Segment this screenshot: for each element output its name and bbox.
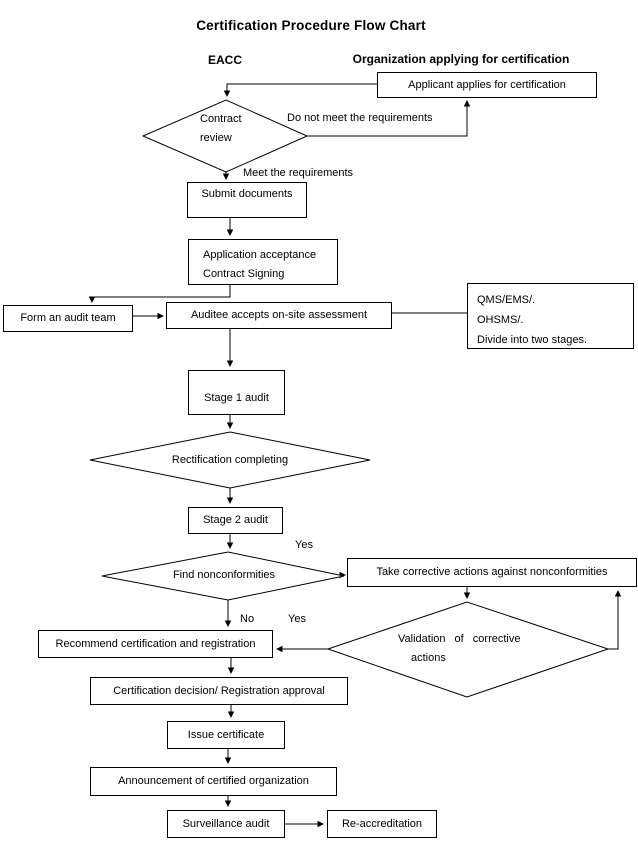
node-reaccreditation: Re-accreditation — [327, 810, 437, 838]
node-qms-note-line2: OHSMS/. — [477, 314, 524, 326]
column-header-eacc: EACC — [207, 53, 242, 67]
edge-validation-fail-to-corrective — [608, 590, 622, 650]
node-form-audit-team: Form an audit team — [3, 305, 133, 332]
diamond-label-contract-review: Contract review — [200, 110, 242, 148]
node-application-acceptance-line1: Application acceptance — [203, 249, 317, 261]
diamond-label-rectification: Rectification completing — [171, 454, 289, 466]
node-application-acceptance-line2: Contract Signing — [203, 268, 285, 280]
node-qms-note-line3: Divide into two stages. — [477, 334, 588, 346]
node-take-corrective-actions: Take corrective actions against nonconfo… — [347, 558, 637, 587]
diamond-rectification-completing — [89, 431, 371, 489]
node-surveillance-audit: Surveillance audit — [167, 810, 285, 838]
diamond-label-find-nonconformities: Find nonconformities — [172, 569, 276, 581]
edge-label-yes-validation: Yes — [288, 613, 306, 625]
edge-applicant-to-contract-review — [223, 83, 377, 97]
diamond-label-contract-review-line1: Contract — [200, 113, 242, 125]
edge-label-meet: Meet the requirements — [243, 167, 354, 179]
node-submit-documents: Submit documents — [187, 182, 307, 218]
node-qms-note-line1: QMS/EMS/. — [477, 294, 536, 306]
edge-not-meet-feedback — [307, 100, 471, 137]
diamond-validation-of-corrective-actions — [326, 601, 610, 698]
node-announcement-certified: Announcement of certified organization — [90, 767, 337, 796]
node-auditee-accepts-assessment: Auditee accepts on-site assessment — [166, 302, 392, 329]
diamond-label-contract-review-line2: review — [200, 132, 232, 144]
chart-title: Certification Procedure Flow Chart — [196, 18, 426, 33]
node-issue-certificate: Issue certificate — [167, 721, 285, 749]
diamond-label-validation-line2: actions — [411, 652, 446, 664]
node-recommend-certification: Recommend certification and registration — [38, 630, 273, 658]
column-header-organization: Organization applying for certification — [352, 52, 570, 66]
edge-label-do-not-meet: Do not meet the requirements — [287, 112, 433, 124]
node-stage1-audit: Stage 1 audit — [188, 370, 285, 415]
diamond-label-validation-line1: Validation of corrective — [398, 633, 521, 645]
diamond-find-nonconformities — [101, 551, 345, 601]
edge-label-yes-find: Yes — [295, 539, 313, 551]
node-stage2-audit: Stage 2 audit — [188, 507, 283, 534]
edge-label-no-find: No — [240, 613, 255, 625]
diamond-contract-review — [141, 99, 309, 173]
node-application-acceptance: Application acceptance Contract Signing — [188, 239, 338, 285]
edge-acceptance-to-form-team — [88, 285, 231, 303]
node-applicant-applies: Applicant applies for certification — [377, 72, 597, 98]
diamond-label-validation: Validation of corrective actions — [398, 630, 548, 668]
node-certification-decision: Certification decision/ Registration app… — [90, 677, 348, 705]
node-qms-note: QMS/EMS/. OHSMS/. Divide into two stages… — [467, 283, 634, 349]
